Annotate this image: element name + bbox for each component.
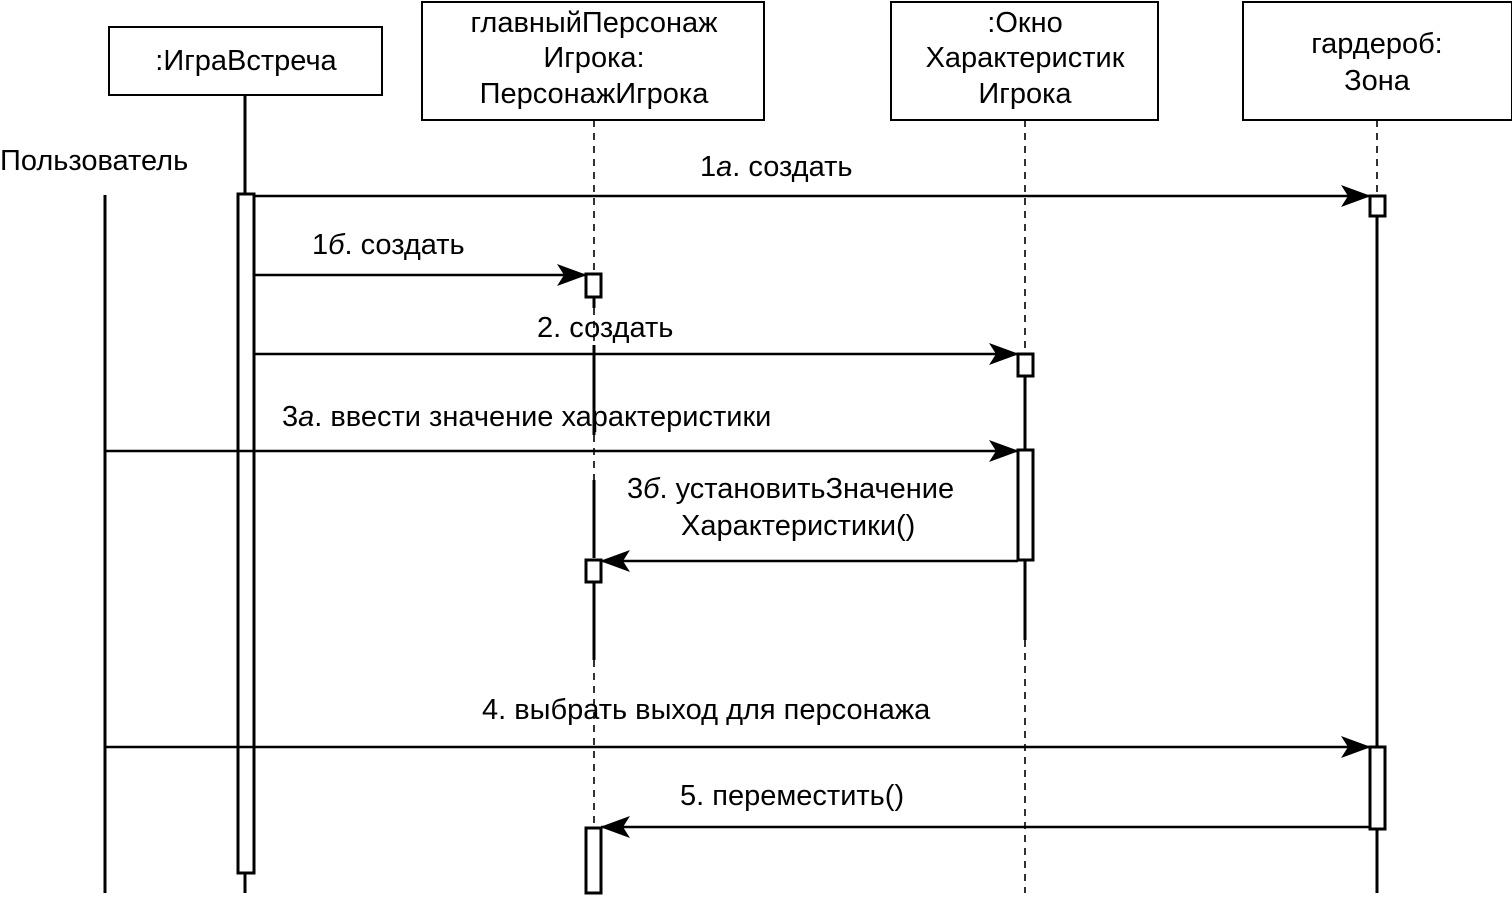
message-1b-label: 1б. создать: [312, 229, 465, 261]
object-hero-label-2: Игрока:: [543, 42, 644, 74]
message-3b-label-line2: Характеристики(): [681, 510, 915, 542]
message-4-label: 4. выбрать выход для персонажа: [482, 694, 931, 726]
object-hero: главныйПерсонаж Игрока: ПерсонажИгрока: [421, 1, 765, 895]
actor-label: Пользователь: [0, 145, 188, 177]
object-game-label: :ИграВстреча: [155, 45, 337, 77]
object-hero-activation-1: [584, 272, 603, 299]
object-game-activation: [236, 192, 256, 875]
object-window-box: [890, 1, 1159, 121]
object-wardrobe-activation-2: [1368, 745, 1387, 831]
object-hero-box: [421, 1, 765, 121]
object-window-label-3: Игрока: [978, 78, 1072, 110]
message-5-label: 5. переместить(): [680, 780, 904, 812]
message-3a-label: 3а. ввести значение характеристики: [282, 401, 771, 433]
object-game: :ИграВстреча: [108, 26, 383, 893]
object-wardrobe: гардероб: Зона: [1242, 1, 1512, 893]
object-window-activation-1: [1016, 352, 1035, 378]
object-hero-activation-3: [584, 826, 603, 895]
object-window-label-1: :Окно: [987, 7, 1062, 39]
object-wardrobe-activation-1: [1368, 194, 1387, 218]
message-2-label: 2. создать: [537, 312, 673, 344]
object-window-label-2: Характеристик: [926, 42, 1125, 74]
message-1a-label: 1а. создать: [700, 151, 853, 183]
message-3b-label: 3б. установитьЗначение: [627, 473, 954, 505]
object-window: :Окно Характеристик Игрока: [890, 1, 1159, 893]
object-window-activation-2: [1016, 448, 1035, 562]
object-hero-label-3: ПерсонажИгрока: [480, 78, 710, 110]
object-hero-label-1: главныйПерсонаж: [470, 7, 718, 39]
object-wardrobe-label-2: Зона: [1344, 65, 1411, 97]
object-wardrobe-label-1: гардероб:: [1311, 28, 1443, 60]
object-hero-activation-2: [584, 558, 603, 584]
object-wardrobe-box: [1242, 1, 1512, 121]
